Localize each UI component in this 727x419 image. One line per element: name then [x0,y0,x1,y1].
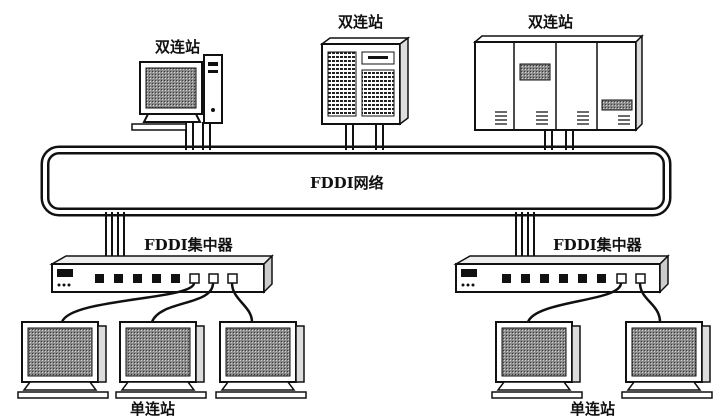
single-station-cables [60,282,662,323]
single-station-left-1 [17,321,109,399]
concentrator-right [453,254,670,294]
label-concentrator-right: FDDI集中器 [553,236,642,254]
label-dual-station-pc: 双连站 [155,38,201,56]
concentrator-cables [105,212,535,263]
single-station-left-3 [215,321,307,399]
single-station-left-2 [115,321,207,399]
label-single-station-left: 单连站 [130,400,176,418]
dual-station-pc [131,54,223,131]
label-single-station-right: 单连站 [570,400,616,418]
dual-station-server [319,36,411,126]
fddi-ring [40,145,672,217]
label-fddi-network: FDDI网络 [310,174,384,192]
dual-station-mainframe [472,34,644,132]
concentrator-left [49,254,274,294]
label-concentrator-left: FDDI集中器 [144,236,233,254]
dual-station-cables [185,122,574,150]
single-station-right-2 [621,321,713,399]
label-dual-station-server: 双连站 [338,13,384,31]
label-dual-station-mainframe: 双连站 [528,13,574,31]
single-station-right-1 [491,321,583,399]
